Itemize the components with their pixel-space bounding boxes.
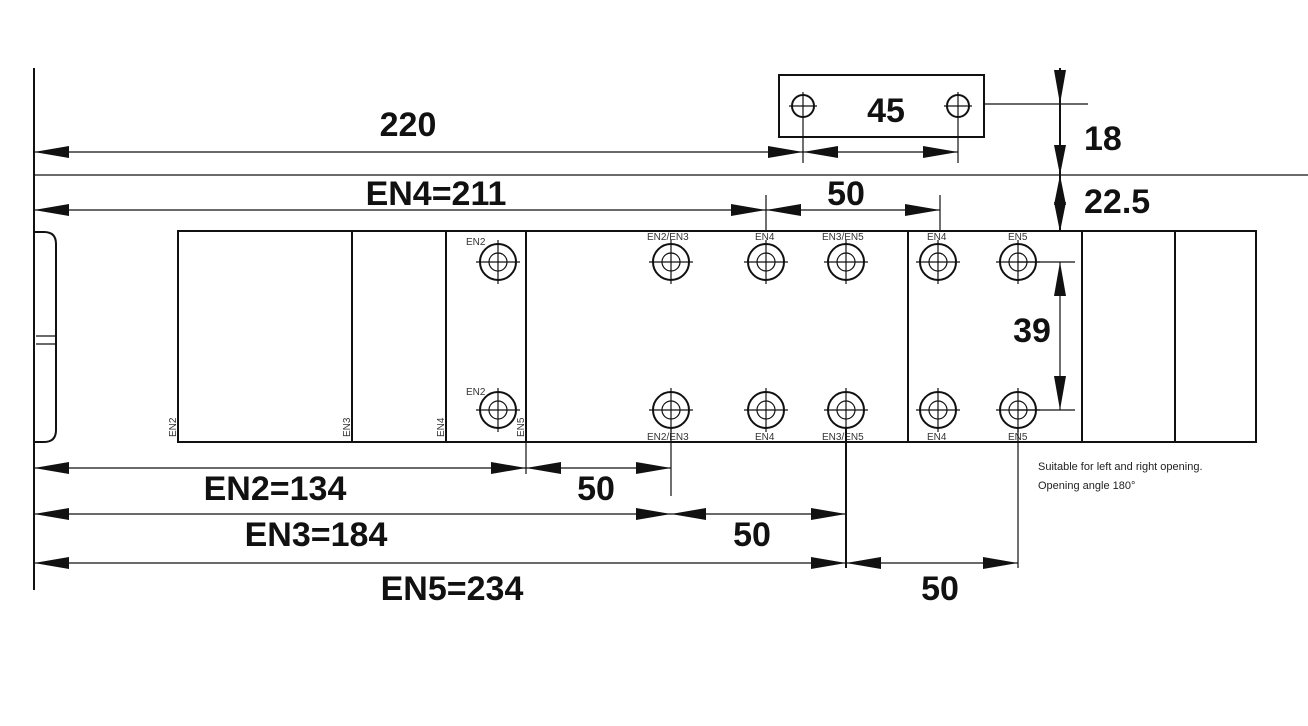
hole-label-en4-top: EN4 — [755, 232, 775, 243]
plate-spacing-label: 45 — [867, 92, 905, 130]
side-label-2: EN3 — [342, 417, 353, 437]
dim-en4-label: EN4=211 — [366, 175, 507, 213]
dim-en3-label: EN3=184 — [245, 516, 388, 554]
dim-hole-vertical: 39 — [1013, 261, 1075, 411]
dim-total-label: 220 — [380, 106, 437, 144]
hole-label-en2en3-bottom: EN2/EN3 — [647, 432, 689, 443]
main-bar — [177, 230, 1257, 443]
dim-en5: EN5=234 — [34, 557, 846, 608]
hole-label-en2-bottom: EN2 — [466, 387, 486, 398]
mounting-plate: 45 — [778, 74, 1088, 138]
hole-en4b-bottom — [916, 388, 960, 432]
dim-pitch-top: 50 — [765, 175, 941, 235]
dim-en2: EN2=134 — [34, 462, 526, 508]
hole-label-en4-bottom: EN4 — [755, 432, 775, 443]
hole-label-en2en3-top: EN2/EN3 — [647, 232, 689, 243]
hole-en2-top — [476, 240, 520, 284]
dim-plate-spacing — [802, 120, 959, 163]
hole-label-en4b-bottom: EN4 — [927, 432, 947, 443]
dim-plate-height-label: 18 — [1084, 120, 1122, 158]
dim-pitch-top-label: 50 — [827, 175, 865, 213]
plate-hole-right — [944, 92, 972, 120]
hole-en4-bottom — [744, 388, 788, 432]
hole-en2-bottom — [476, 388, 520, 432]
dim-vertical-right: 18 22.5 — [1054, 68, 1150, 232]
hole-label-en5-top: EN5 — [1008, 232, 1028, 243]
hole-en4-top — [744, 240, 788, 284]
usage-note: Suitable for left and right opening. Ope… — [1038, 461, 1203, 492]
hole-en2en3-top — [649, 240, 693, 284]
dim-pitch-en3: 50 — [671, 508, 846, 554]
hole-en4b-top — [916, 240, 960, 284]
side-label-3: EN4 — [436, 417, 447, 437]
dim-total: 220 — [34, 106, 803, 158]
dim-pitch-en3-label: 50 — [733, 516, 771, 554]
dim-pitch-en5: 50 — [846, 557, 1018, 608]
dim-pitch-en2-label: 50 — [577, 470, 615, 508]
dim-en3: EN3=184 — [34, 508, 671, 554]
end-cap — [34, 231, 57, 443]
usage-note-line2: Opening angle 180° — [1038, 480, 1135, 492]
hole-label-en2-top: EN2 — [466, 237, 486, 248]
dim-en4: EN4=211 — [34, 175, 766, 216]
hole-label-en4b-top: EN4 — [927, 232, 947, 243]
hole-label-en3en5-bottom: EN3/EN5 — [822, 432, 864, 443]
dim-en2-label: EN2=134 — [204, 470, 347, 508]
usage-note-line1: Suitable for left and right opening. — [1038, 461, 1203, 473]
dim-pitch-en5-label: 50 — [921, 570, 959, 608]
side-label-1: EN2 — [168, 417, 179, 437]
side-label-4: EN5 — [516, 417, 527, 437]
dim-en5-label: EN5=234 — [381, 570, 524, 608]
dim-hole-vertical-label: 39 — [1013, 312, 1051, 350]
dim-pitch-en2: 50 — [526, 462, 671, 508]
dim-offset-label: 22.5 — [1084, 183, 1150, 221]
plate-hole-left — [789, 92, 817, 120]
hole-en3en5-top — [824, 240, 868, 284]
hole-label-en3en5-top: EN3/EN5 — [822, 232, 864, 243]
